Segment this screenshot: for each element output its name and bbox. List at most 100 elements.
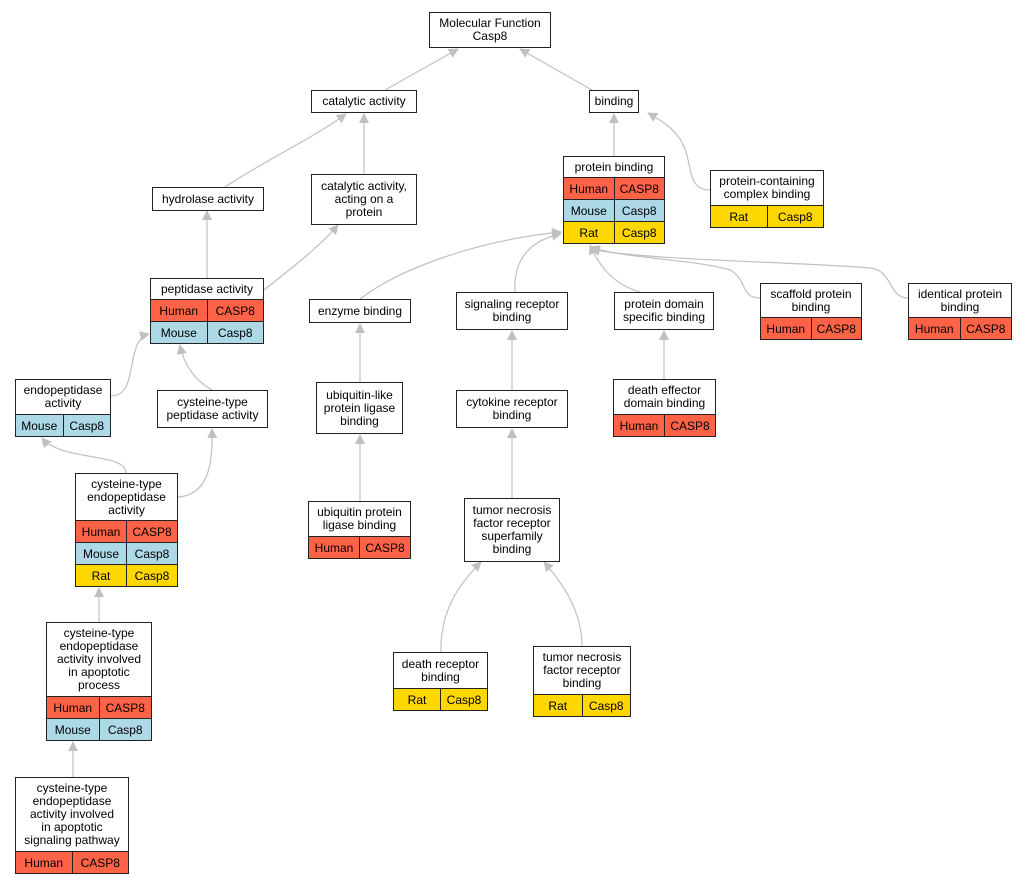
edge-death_rec-to-tnfrsf bbox=[440, 561, 482, 653]
edge-signaling-to-protein_binding bbox=[514, 230, 562, 293]
go-term-cys-pep[interactable]: cysteine-type peptidase activity bbox=[157, 390, 268, 428]
species-cell: Human bbox=[914, 321, 954, 336]
go-term-hydrolase[interactable]: hydrolase activity bbox=[152, 187, 264, 211]
go-term-ubl[interactable]: ubiquitin-like protein ligase binding bbox=[316, 382, 403, 434]
go-term-label: protein binding bbox=[574, 159, 654, 174]
gene-cell: CASP8 bbox=[810, 318, 862, 339]
go-term-mf[interactable]: Molecular Function Casp8 bbox=[429, 12, 551, 48]
species-cell: Mouse bbox=[21, 418, 58, 433]
go-term-domain[interactable]: protein domain specific binding bbox=[614, 292, 714, 330]
go-term-enzyme[interactable]: enzyme binding bbox=[309, 299, 411, 323]
gene-cell: Casp8 bbox=[581, 695, 631, 716]
go-term-label: cysteine-type endopeptidase activity inv… bbox=[24, 781, 120, 847]
go-term-label: Molecular Function Casp8 bbox=[439, 16, 541, 43]
species-cell: Human bbox=[314, 540, 354, 555]
edge-peptidase-to-cat_protein bbox=[263, 224, 339, 291]
go-term-label: peptidase activity bbox=[160, 281, 254, 296]
gene-cell: Casp8 bbox=[613, 200, 665, 221]
edge-identical-to-protein_binding bbox=[590, 246, 909, 299]
go-term-signaling[interactable]: signaling receptor binding bbox=[456, 292, 568, 330]
go-term-label: protein domain specific binding bbox=[622, 297, 706, 324]
species-cell: Human bbox=[24, 855, 64, 870]
go-term-label: ubiquitin protein ligase binding bbox=[317, 505, 402, 532]
edge-endopep-to-peptidase bbox=[110, 331, 150, 397]
go-term-label: protein-containing complex binding bbox=[719, 174, 815, 201]
go-term-label: catalytic activity, acting on a protein bbox=[321, 179, 407, 219]
go-term-apop[interactable]: cysteine-type endopeptidase activity inv… bbox=[46, 622, 152, 741]
edge-domain-to-protein_binding bbox=[589, 244, 641, 293]
go-term-label: tumor necrosis factor receptor superfami… bbox=[472, 503, 552, 556]
gene-cell: CASP8 bbox=[206, 300, 264, 321]
go-term-label: ubiquitin-like protein ligase binding bbox=[323, 387, 396, 428]
gene-cell: Casp8 bbox=[766, 206, 824, 227]
go-term-label: cysteine-type peptidase activity bbox=[166, 395, 259, 422]
species-cell: Human bbox=[53, 700, 93, 715]
species-row-human: Human CASP8 bbox=[47, 696, 151, 718]
species-cell: Rat bbox=[729, 209, 749, 224]
species-cell: Rat bbox=[548, 698, 568, 713]
species-cell: Mouse bbox=[570, 203, 607, 218]
species-cell: Rat bbox=[407, 692, 427, 707]
gene-cell: Casp8 bbox=[98, 719, 152, 740]
go-term-label: catalytic activity bbox=[322, 94, 406, 108]
gene-cell: Casp8 bbox=[126, 543, 177, 564]
species-cell: Mouse bbox=[82, 546, 120, 561]
go-term-label: identical protein binding bbox=[917, 286, 1003, 314]
go-term-binding[interactable]: binding bbox=[589, 90, 639, 113]
gene-cell: CASP8 bbox=[126, 521, 177, 542]
go-term-label: hydrolase activity bbox=[161, 191, 255, 206]
gene-cell: CASP8 bbox=[959, 318, 1012, 339]
species-cell: Human bbox=[569, 181, 609, 196]
gene-cell: CASP8 bbox=[359, 537, 410, 558]
gene-cell: Casp8 bbox=[613, 222, 665, 243]
go-term-label: cysteine-type endopeptidase activity inv… bbox=[56, 626, 142, 692]
edge-binding-to-mf bbox=[519, 48, 593, 91]
edge-scaffold-to-protein_binding bbox=[589, 245, 761, 299]
edge-cys_pep-to-peptidase bbox=[176, 344, 213, 391]
edge-hydrolase-to-catalytic bbox=[224, 113, 347, 188]
species-row-mouse: Mouse Casp8 bbox=[564, 199, 664, 221]
edge-protein_complex-to-binding bbox=[647, 112, 711, 191]
go-term-cytokine[interactable]: cytokine receptor binding bbox=[456, 390, 568, 428]
species-row-human: Human CASP8 bbox=[151, 299, 263, 321]
species-row-mouse: Mouse Casp8 bbox=[76, 542, 177, 564]
species-cell: Human bbox=[159, 303, 199, 318]
species-cell: Human bbox=[619, 418, 659, 433]
species-row-human: Human CASP8 bbox=[76, 520, 177, 542]
species-cell: Human bbox=[81, 524, 121, 539]
go-term-label: binding bbox=[594, 94, 634, 108]
go-term-cat-protein[interactable]: catalytic activity, acting on a protein bbox=[311, 174, 417, 225]
go-term-tnfrsf[interactable]: tumor necrosis factor receptor superfami… bbox=[464, 498, 560, 562]
go-term-label: cytokine receptor binding bbox=[466, 395, 558, 422]
go-term-label: tumor necrosis factor receptor binding bbox=[542, 650, 622, 690]
gene-cell: Casp8 bbox=[126, 565, 177, 586]
go-term-label: scaffold protein binding bbox=[770, 286, 852, 314]
edge-tnfr-to-tnfrsf bbox=[543, 561, 583, 647]
go-term-apop-sig[interactable]: cysteine-type endopeptidase activity inv… bbox=[15, 777, 129, 874]
edge-cys_endo-to-cys_pep bbox=[177, 428, 218, 498]
go-term-label: death receptor binding bbox=[401, 656, 480, 684]
gene-cell: CASP8 bbox=[98, 697, 152, 718]
gene-cell: Casp8 bbox=[206, 322, 264, 343]
gene-cell: CASP8 bbox=[664, 415, 715, 436]
go-term-catalytic[interactable]: catalytic activity bbox=[311, 90, 417, 113]
edge-catalytic-to-mf bbox=[384, 48, 459, 91]
